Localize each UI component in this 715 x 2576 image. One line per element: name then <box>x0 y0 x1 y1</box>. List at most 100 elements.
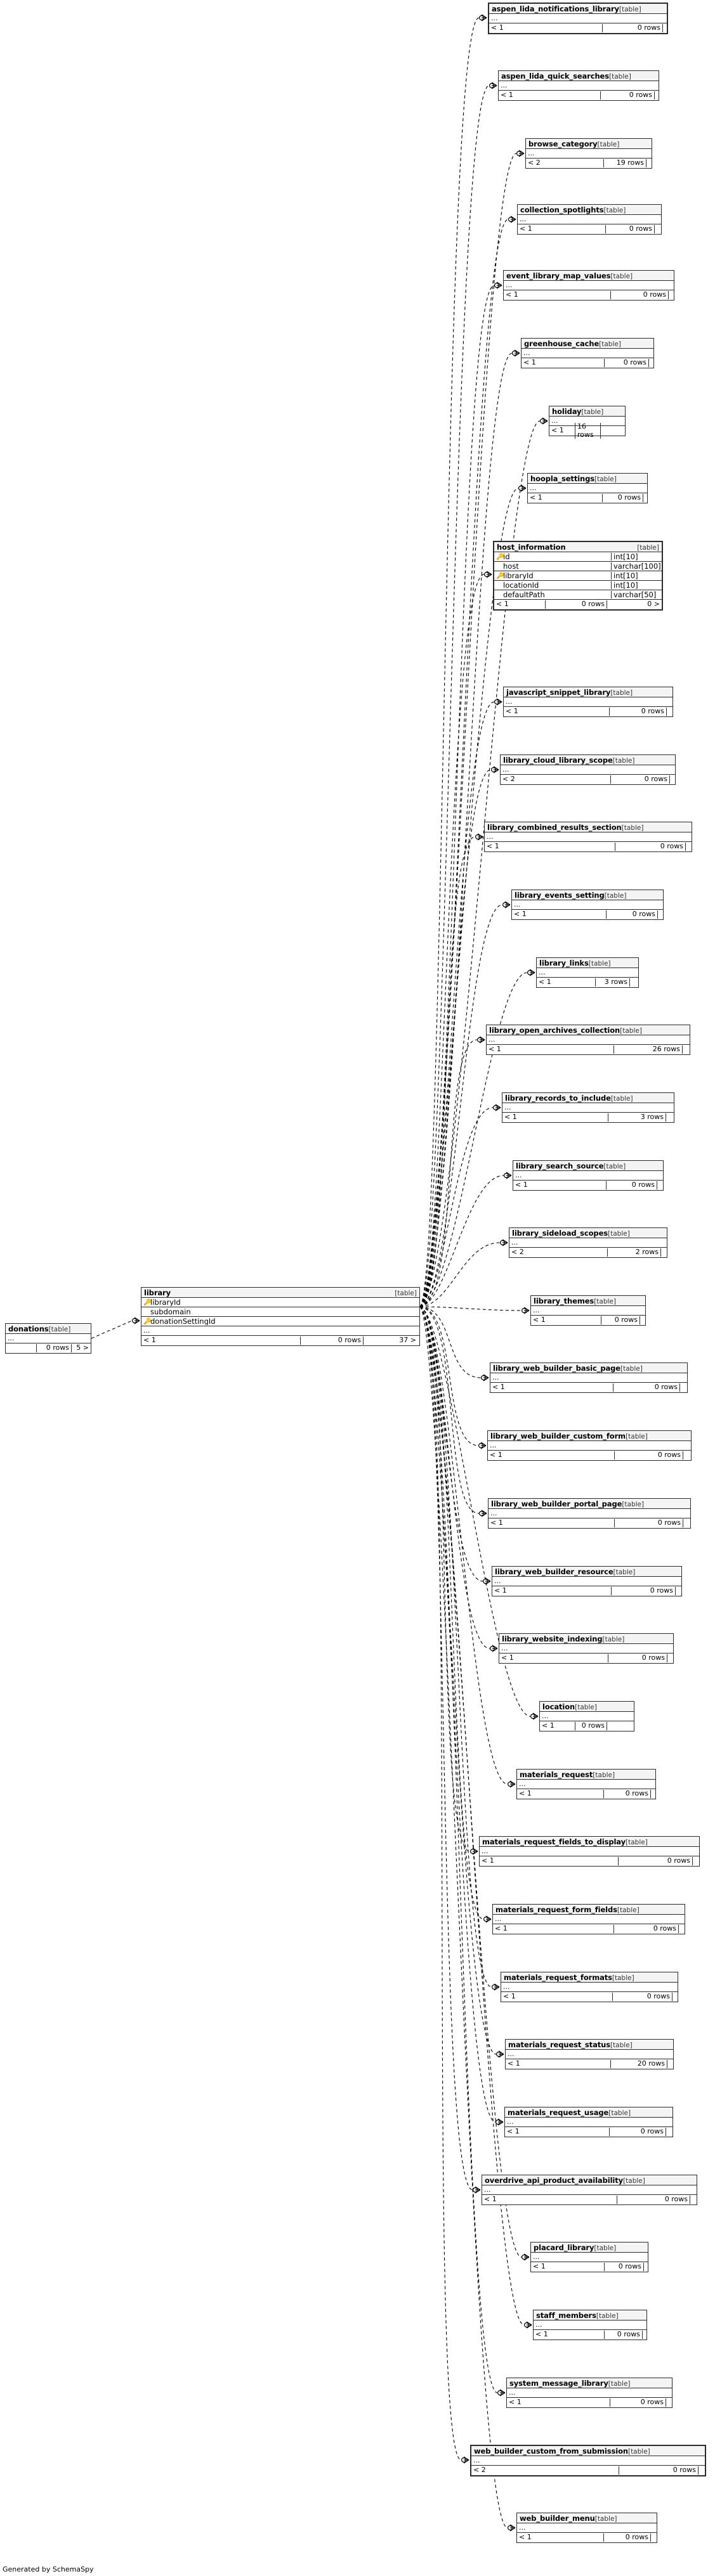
footer-parents: < 1 <box>490 1519 503 1527</box>
columns-ellipsis: ... <box>480 1847 699 1856</box>
columns-ellipsis: ... <box>531 1306 645 1316</box>
table-tag: [table] <box>596 2312 619 2320</box>
table-node-library-web-builder-custom-form[interactable]: library_web_builder_custom_form[table]..… <box>487 1430 692 1461</box>
footer-rowcount: 3 rows <box>608 1113 666 1122</box>
table-node-library-combined-results-section[interactable]: library_combined_results_section[table].… <box>484 822 692 852</box>
table-node-library[interactable]: library [table] 🔑libraryId subdomain🔑don… <box>141 1287 420 1346</box>
column-label: libraryId <box>503 571 534 580</box>
table-node-library-web-builder-portal-page[interactable]: library_web_builder_portal_page[table]..… <box>488 1498 691 1529</box>
table-title: overdrive_api_product_availability[table… <box>482 2175 697 2185</box>
table-tag: [table] <box>594 1298 616 1305</box>
cardinality-zero-marker <box>490 767 496 772</box>
columns-ellipsis: ... <box>505 2118 672 2127</box>
footer-parents: < 1 <box>520 225 532 233</box>
table-title: web_builder_menu[table] <box>517 2513 657 2523</box>
relationship-edge <box>419 1107 494 1307</box>
table-tag: [table] <box>603 1163 626 1170</box>
column-label: libraryId <box>150 1298 181 1307</box>
cardinality-zero-marker <box>492 1104 498 1110</box>
table-tag: [table] <box>581 408 604 416</box>
table-name: materials_request_status <box>508 2040 610 2049</box>
crowsfoot-marker <box>542 417 548 425</box>
crowsfoot-marker <box>523 2253 530 2261</box>
footer-parents: < 1 <box>523 359 536 367</box>
table-name: greenhouse_cache <box>524 339 600 348</box>
table-node-materials-request-fields-to-display[interactable]: materials_request_fields_to_display[tabl… <box>479 1836 700 1867</box>
table-node-library-web-builder-basic-page[interactable]: library_web_builder_basic_page[table]...… <box>490 1362 688 1393</box>
table-node-aspen-lida-notifications-library[interactable]: aspen_lida_notifications_library[table].… <box>488 3 668 34</box>
table-name: materials_request_usage <box>508 2108 609 2117</box>
footer-rowcount: 0 rows <box>608 1654 667 1662</box>
table-node-library-open-archives-collection[interactable]: library_open_archives_collection[table].… <box>486 1025 690 1055</box>
table-name: library_web_builder_portal_page <box>491 1499 622 1508</box>
cardinality-zero-marker <box>472 2187 478 2193</box>
table-tag: [table] <box>637 544 659 552</box>
table-tag: [table] <box>620 1365 643 1373</box>
table-node-library-web-builder-resource[interactable]: library_web_builder_resource[table]...< … <box>492 1566 682 1596</box>
table-node-donations[interactable]: donations [table] ... 0 rows 5 > <box>5 1323 91 1354</box>
table-name: donations <box>8 1324 49 1333</box>
table-name: library_web_builder_resource <box>495 1567 613 1576</box>
footer-parents: < 1 <box>495 1925 508 1933</box>
cardinality-zero-marker <box>530 1714 535 1719</box>
relationship-edge <box>419 574 485 1307</box>
no-key-spacer <box>496 581 503 589</box>
table-title: library_web_builder_custom_form[table] <box>488 1431 691 1441</box>
cardinality-zero-marker <box>132 1318 138 1324</box>
table-node-library-cloud-library-scope[interactable]: library_cloud_library_scope[table]...< 2… <box>500 754 676 785</box>
table-node-materials-request-form-fields[interactable]: materials_request_form_fields[table]...<… <box>492 1904 685 1934</box>
table-footer: 0 rows 5 > <box>6 1343 91 1353</box>
table-node-web-builder-custom-from-submission[interactable]: web_builder_custom_from_submission[table… <box>470 2445 706 2476</box>
footer-rowcount: 0 rows <box>612 1993 672 2001</box>
footer-parents: < 1 <box>542 1722 554 1730</box>
table-title: greenhouse_cache[table] <box>521 339 653 349</box>
table-tag: [table] <box>604 892 627 900</box>
table-title: javascript_snippet_library[table] <box>504 687 672 697</box>
cardinality-zero-marker <box>489 1646 495 1652</box>
table-tag: [table] <box>594 476 617 483</box>
table-tag: [table] <box>608 2380 631 2388</box>
table-node-overdrive-api-product-availability[interactable]: overdrive_api_product_availability[table… <box>482 2175 697 2205</box>
table-name: library_events_setting <box>515 891 605 900</box>
